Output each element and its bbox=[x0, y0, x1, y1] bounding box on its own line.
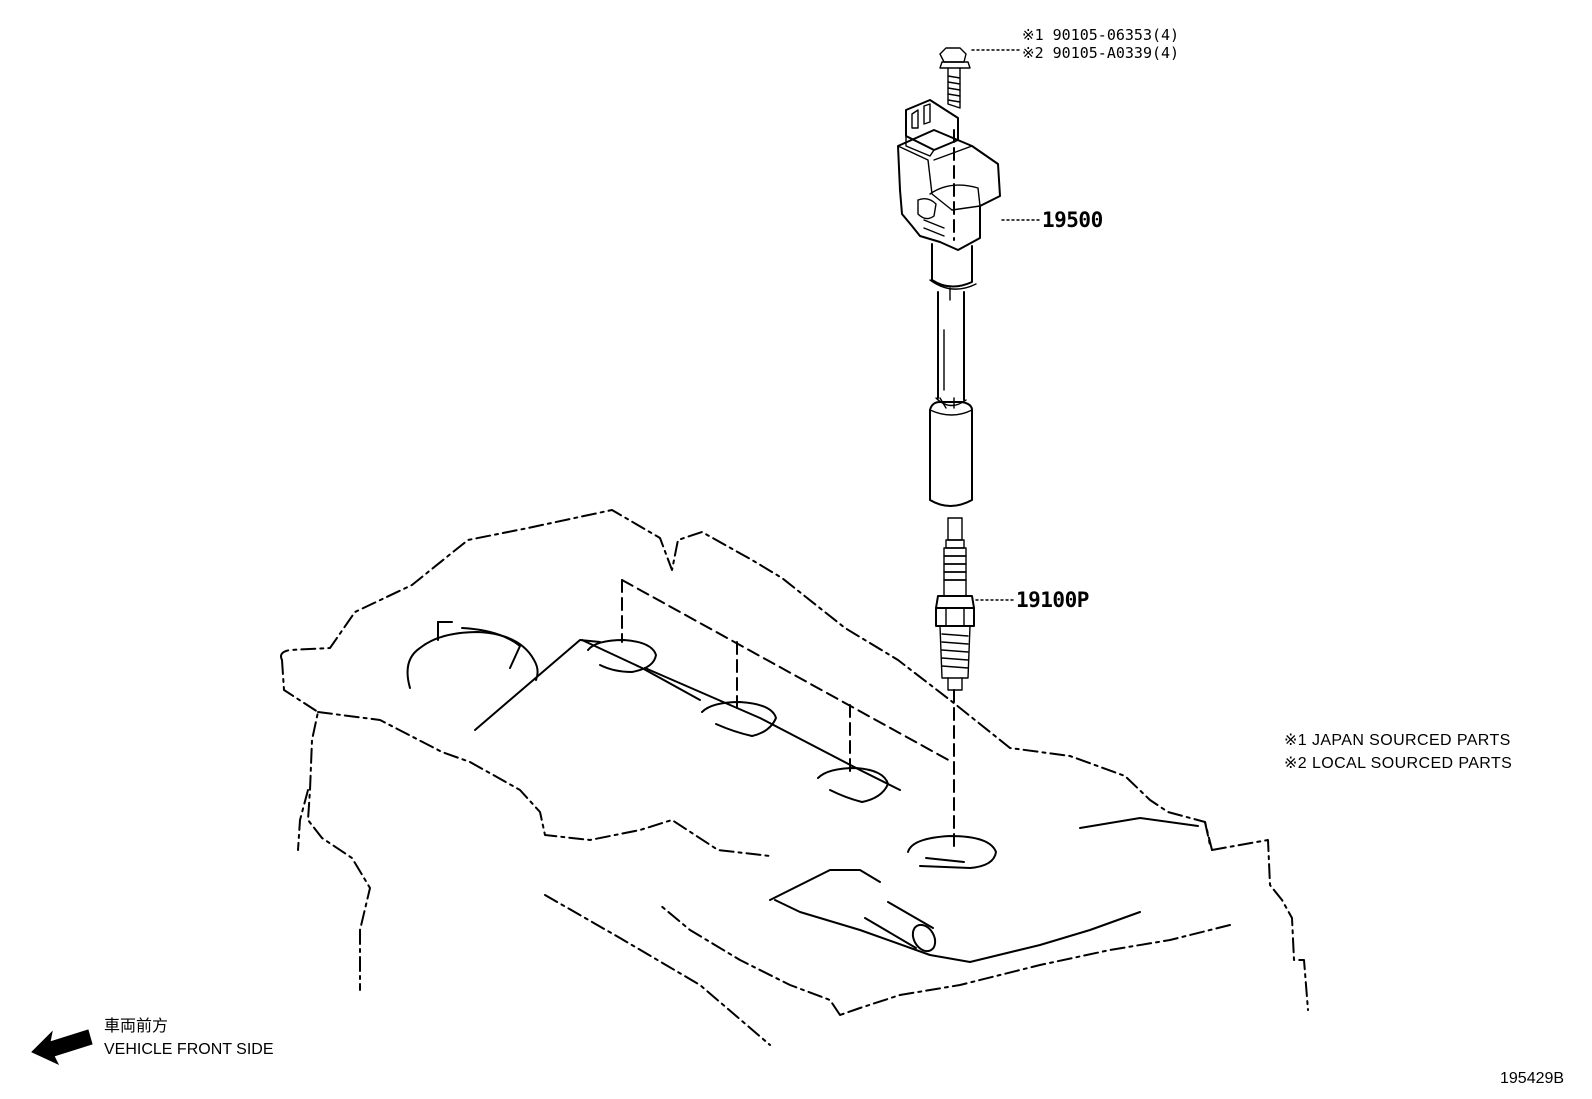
note-local-sourced: ※2 LOCAL SOURCED PARTS bbox=[1284, 755, 1513, 772]
coil-part-callout: 19500 bbox=[1042, 208, 1103, 232]
engine-head-cover bbox=[280, 509, 1309, 1046]
bolt-part-number-2: ※2 90105-A0339(4) bbox=[1022, 44, 1180, 62]
figure-id: 195429B bbox=[1500, 1070, 1565, 1087]
vehicle-front-label-ja: 車両前方 bbox=[104, 1018, 169, 1035]
bolt-part-number-1: ※1 90105-06353(4) bbox=[1022, 26, 1180, 44]
installation-guide-lines bbox=[621, 129, 955, 847]
ignition-coil bbox=[897, 99, 1041, 507]
spark-plug-part-callout: 19100P bbox=[1016, 588, 1089, 612]
vehicle-front-label-en: VEHICLE FRONT SIDE bbox=[104, 1041, 274, 1058]
arrow-left-icon bbox=[31, 1029, 93, 1066]
spark-plug bbox=[935, 517, 1015, 691]
bolt-fastener bbox=[939, 47, 1021, 109]
note-japan-sourced: ※1 JAPAN SOURCED PARTS bbox=[1284, 732, 1511, 749]
